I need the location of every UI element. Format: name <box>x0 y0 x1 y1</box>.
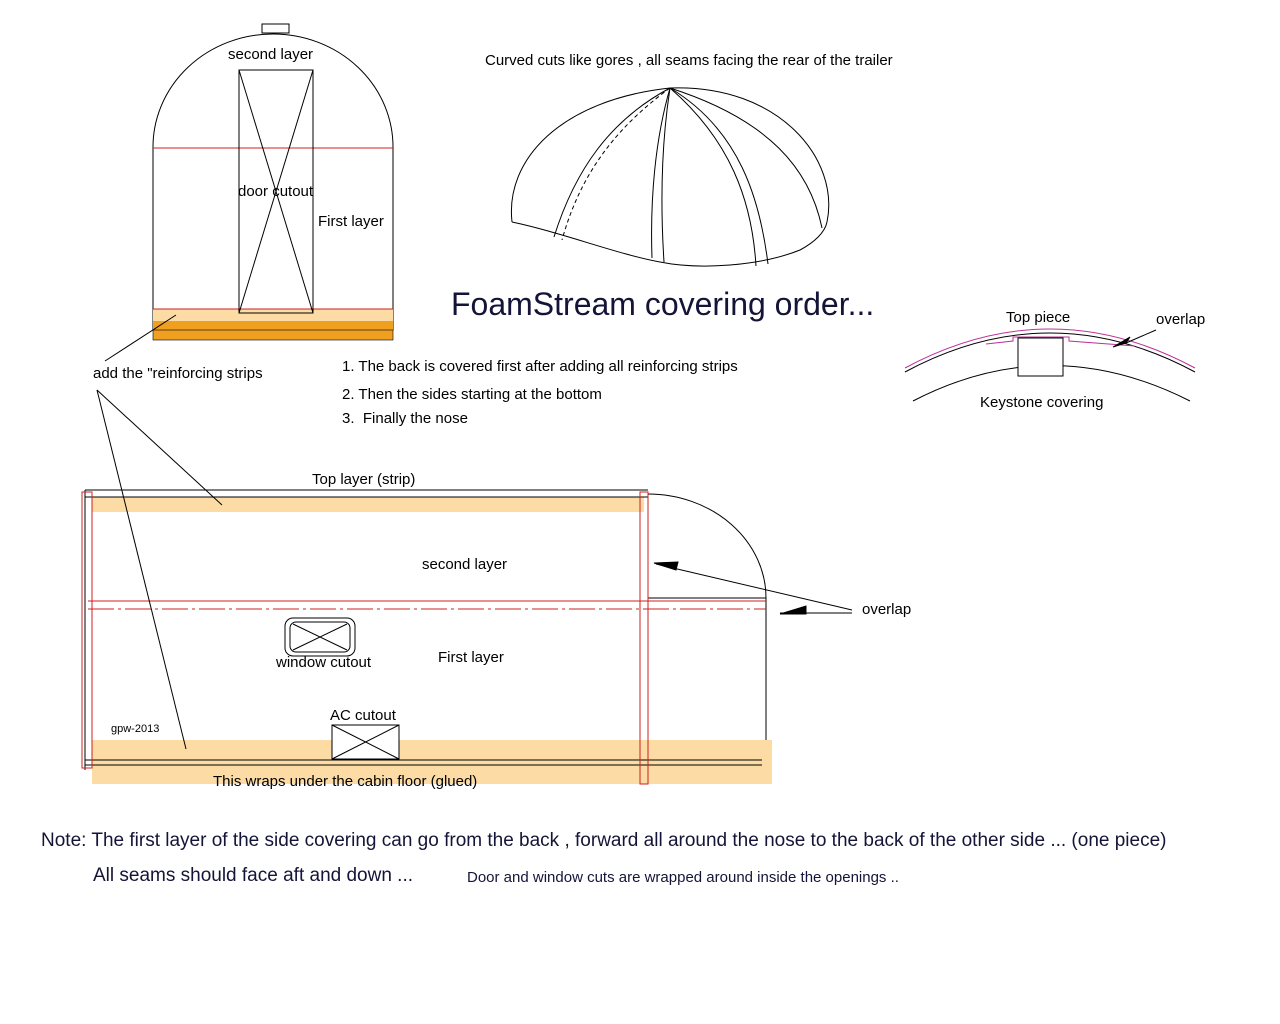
step-number: 1. <box>342 358 355 375</box>
overlap-leader <box>655 563 853 611</box>
keystone-block <box>1017 337 1064 377</box>
ac-cutout-label: AC cutout <box>330 707 396 724</box>
step-item: 2. Then the sides starting at the bottom <box>342 386 602 403</box>
roof-vent <box>261 23 290 34</box>
back-second-layer-label: second layer <box>228 46 314 63</box>
page-title: FoamStream covering order... <box>451 286 875 322</box>
reinforcing-leaders <box>96 389 223 750</box>
strip-base-outline <box>152 329 394 341</box>
keystone-overlap-label: overlap <box>1156 311 1206 328</box>
keystone-outer-arc <box>904 328 1196 369</box>
step-item: 1. The back is covered first after addin… <box>342 358 738 375</box>
nose-gores-view <box>510 87 830 267</box>
keystone-detail <box>904 328 1196 402</box>
strip-base <box>153 321 393 331</box>
window-inner <box>289 621 351 653</box>
step-text: The back is covered first after adding a… <box>358 358 738 375</box>
window-cutout-label: window cutout <box>276 654 372 671</box>
step-number: 2. <box>342 386 355 403</box>
door-cross <box>238 69 314 314</box>
step-item: 3. Finally the nose <box>342 410 468 427</box>
back-view <box>104 23 394 362</box>
overlap-arrow <box>1112 336 1131 348</box>
gores-caption: Curved cuts like gores , all seams facin… <box>485 52 893 69</box>
gore-seam <box>661 87 671 263</box>
side-second-layer-label: second layer <box>422 556 508 573</box>
dome-bottom <box>511 221 828 267</box>
step-text: Finally the nose <box>362 410 468 427</box>
back-first-layer-label: First layer <box>318 213 384 230</box>
gore-seam <box>553 87 671 238</box>
top-layer-label: Top layer (strip) <box>312 471 416 488</box>
top-piece-label: Top piece <box>1006 309 1071 326</box>
step-text: Then the sides starting at the bottom <box>358 386 602 403</box>
gore-seam <box>669 87 823 229</box>
gore-seam <box>669 87 757 267</box>
front-red-seam <box>639 491 649 785</box>
keystone-caption: Keystone covering <box>980 394 1104 411</box>
nose-arc <box>647 493 767 599</box>
bottom-strip <box>92 740 772 784</box>
ac-cross <box>331 724 400 760</box>
overlap-arrowhead <box>779 605 807 615</box>
strip-lower <box>153 309 393 321</box>
leader-line <box>96 389 223 506</box>
gore-seam <box>561 87 671 241</box>
gore-seam <box>669 87 769 265</box>
overlap-arrowhead <box>653 561 679 571</box>
door-cutout-label: door cutout <box>238 183 314 200</box>
door-outline <box>238 69 314 314</box>
leader-line <box>1125 329 1157 344</box>
gore-seam <box>651 87 671 259</box>
top-strip <box>92 497 644 512</box>
note-line-2b: Door and window cuts are wrapped around … <box>467 869 899 886</box>
dome-outline <box>510 87 830 223</box>
leader-line <box>104 314 177 362</box>
keystone-outer-arc <box>904 332 1196 373</box>
step-number: 3. <box>342 410 355 427</box>
wrap-note-label: This wraps under the cabin floor (glued) <box>213 773 478 790</box>
top-piece-overlap <box>985 336 1136 347</box>
signature-label: gpw-2013 <box>111 723 160 735</box>
note-line-2a: All seams should face aft and down ... <box>93 865 414 886</box>
leader-line <box>96 389 187 750</box>
window-cross <box>292 623 348 651</box>
side-first-layer-label: First layer <box>438 649 504 666</box>
side-view <box>81 489 853 785</box>
side-overlap-label: overlap <box>862 601 912 618</box>
reinforcing-strips-label: add the "reinforcing strips <box>93 365 263 382</box>
back-red-seam <box>81 491 93 769</box>
note-line-1: Note: The first layer of the side coveri… <box>41 830 1167 851</box>
